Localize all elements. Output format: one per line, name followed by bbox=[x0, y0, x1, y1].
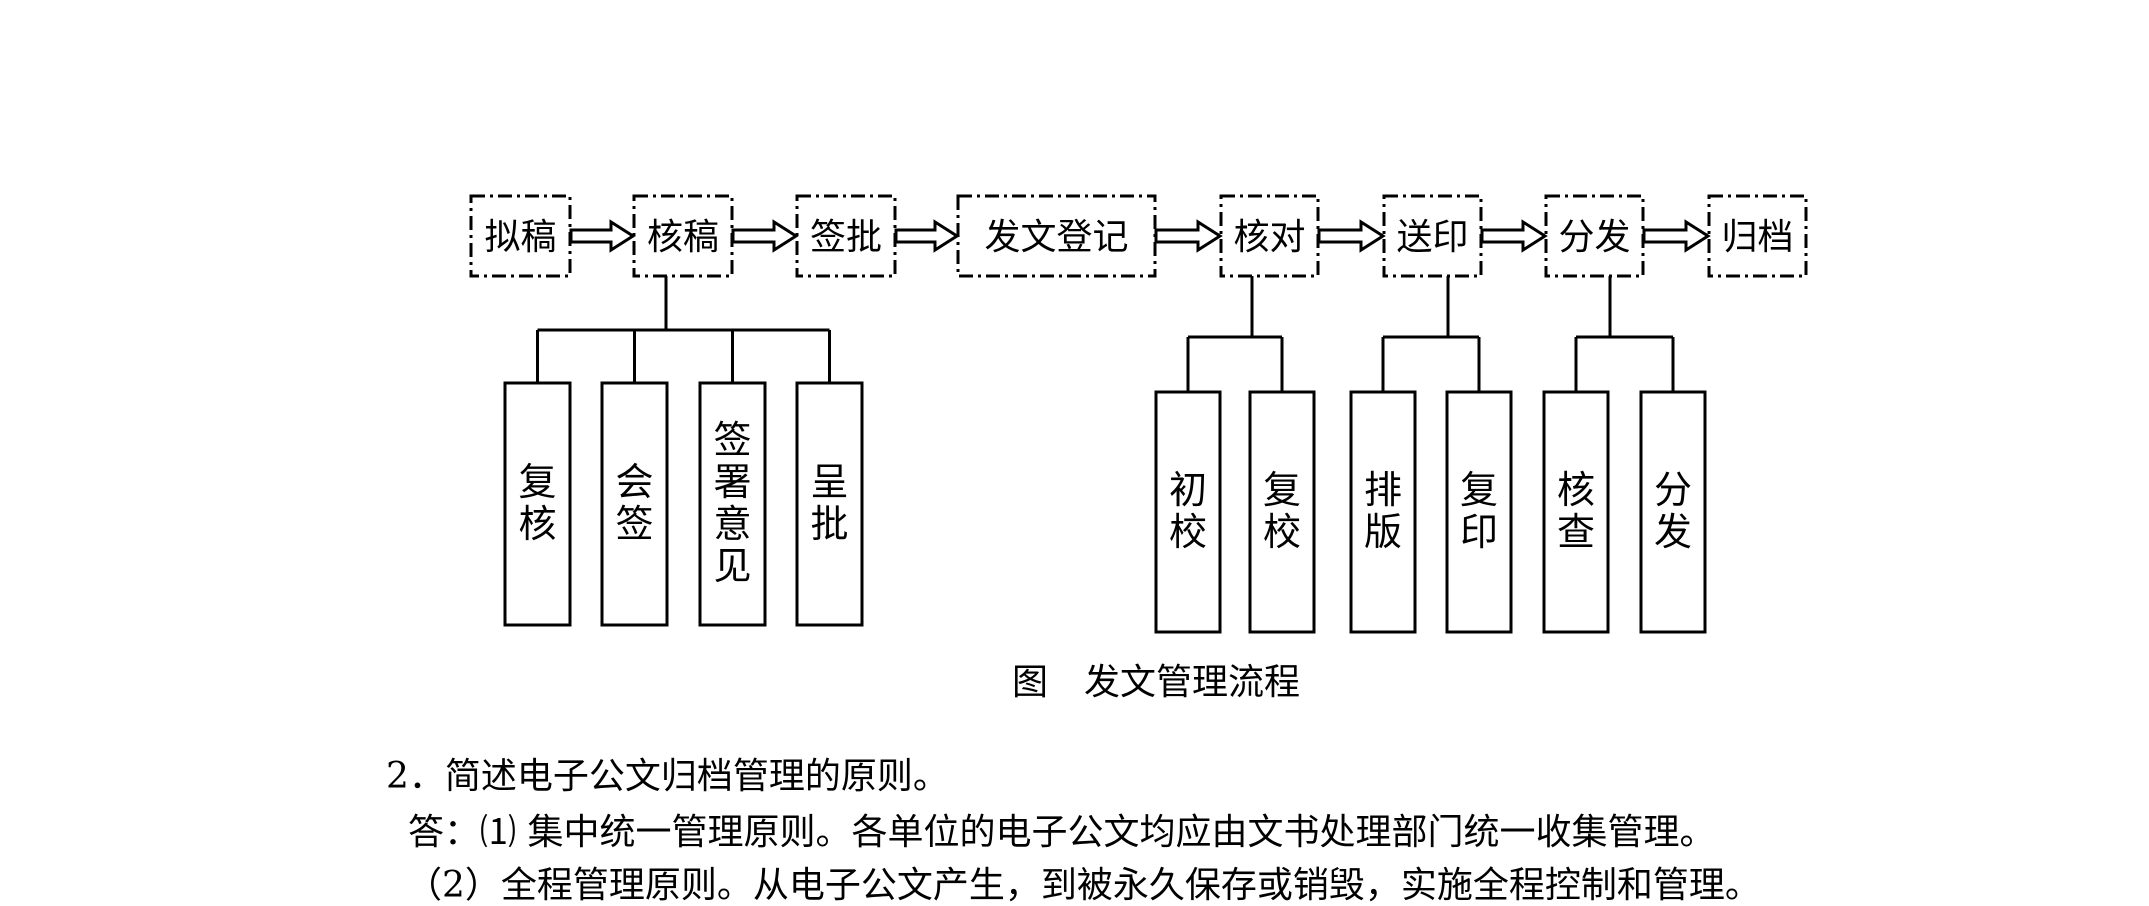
stage-label: 核对 bbox=[1233, 217, 1305, 258]
answer-line-1: 答：⑴ 集中统一管理原则。各单位的电子公文均应由文书处理部门统一收集管理。 bbox=[408, 812, 1716, 853]
substep-label: 排版 bbox=[1364, 468, 1402, 554]
substep-label: 呈批 bbox=[810, 460, 848, 546]
stage-label: 拟稿 bbox=[484, 217, 556, 258]
substep-label: 初校 bbox=[1169, 468, 1207, 554]
flow-arrow bbox=[894, 219, 960, 253]
flow-arrow bbox=[1480, 219, 1548, 253]
substep-box bbox=[698, 381, 767, 627]
substep-label: 核查 bbox=[1557, 468, 1595, 554]
substep-label: 签署意见 bbox=[713, 418, 751, 588]
stage-label: 分发 bbox=[1558, 217, 1630, 258]
substep-box bbox=[1542, 390, 1610, 634]
stage-box bbox=[1707, 194, 1808, 278]
flow-arrow bbox=[1154, 219, 1223, 253]
figure-caption: 图 发文管理流程 bbox=[1012, 662, 1300, 703]
flow-arrow bbox=[1317, 219, 1386, 253]
stage-label: 签批 bbox=[810, 217, 882, 258]
substep-box bbox=[795, 381, 864, 627]
flow-arrow bbox=[1642, 219, 1711, 253]
substep-box bbox=[503, 381, 572, 627]
substep-label: 会签 bbox=[615, 460, 653, 546]
flow-arrow bbox=[731, 219, 799, 253]
substep-label: 复印 bbox=[1460, 468, 1498, 554]
stage-label: 发文登记 bbox=[984, 217, 1128, 258]
substep-label: 分发 bbox=[1654, 468, 1692, 554]
stage-label: 送印 bbox=[1396, 217, 1468, 258]
substep-box bbox=[1445, 390, 1513, 634]
substep-box bbox=[600, 381, 669, 627]
stage-label: 核稿 bbox=[647, 217, 719, 258]
question-heading: 2．简述电子公文归档管理的原则。 bbox=[386, 756, 949, 797]
answer-line-2: （2）全程管理原则。从电子公文产生，到被永久保存或销毁，实施全程控制和管理。 bbox=[406, 865, 1761, 906]
substep-box bbox=[1349, 390, 1417, 634]
substep-label: 复校 bbox=[1263, 468, 1301, 554]
substep-box bbox=[1639, 390, 1707, 634]
flow-arrow bbox=[569, 219, 636, 253]
stage-label: 归档 bbox=[1721, 217, 1793, 258]
substep-label: 复核 bbox=[518, 460, 556, 546]
substep-box bbox=[1154, 390, 1222, 634]
substep-box bbox=[1248, 390, 1316, 634]
